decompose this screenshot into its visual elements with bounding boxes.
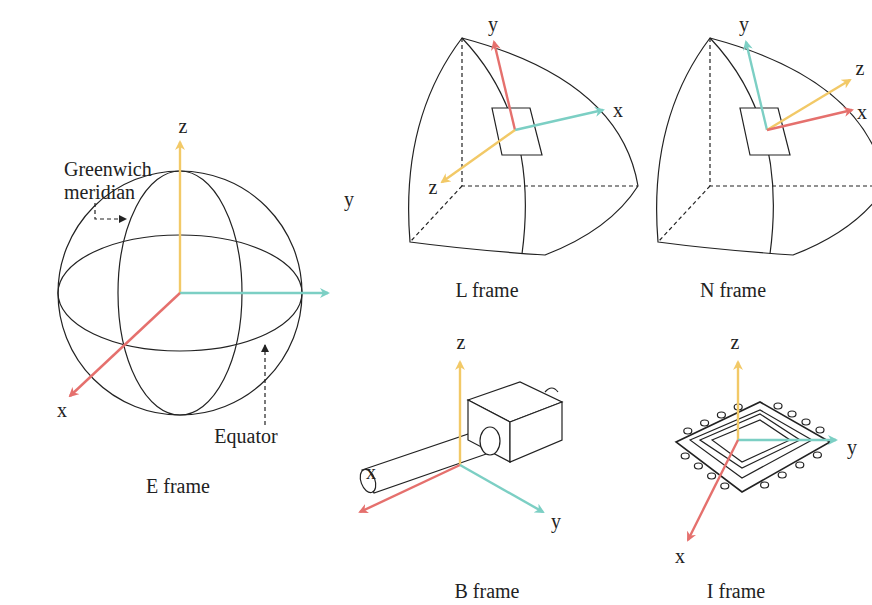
axis-label: x — [57, 399, 67, 422]
callout-label: Equator — [214, 425, 277, 448]
axis-label: y — [488, 13, 498, 36]
callout-label: Greenwich meridian — [64, 158, 164, 204]
axis-label: y — [847, 436, 857, 459]
axis-label: z — [731, 331, 740, 354]
axis-label: x — [857, 101, 867, 124]
axis-label: x — [613, 99, 623, 122]
frame-caption: B frame — [455, 580, 520, 603]
axis-label: y — [551, 510, 561, 533]
frame-caption: E frame — [146, 475, 210, 498]
frame-caption: I frame — [707, 580, 765, 603]
axis-label: x — [366, 461, 376, 484]
axis-label: y — [344, 188, 354, 211]
axis-label: z — [429, 176, 438, 199]
axis-label: z — [179, 115, 188, 138]
axis-label: x — [675, 545, 685, 568]
frame-caption: N frame — [700, 279, 766, 302]
frame-caption: L frame — [455, 279, 518, 302]
axis-label: y — [739, 13, 749, 36]
axis-label: z — [856, 57, 865, 80]
axis-label: z — [457, 331, 466, 354]
